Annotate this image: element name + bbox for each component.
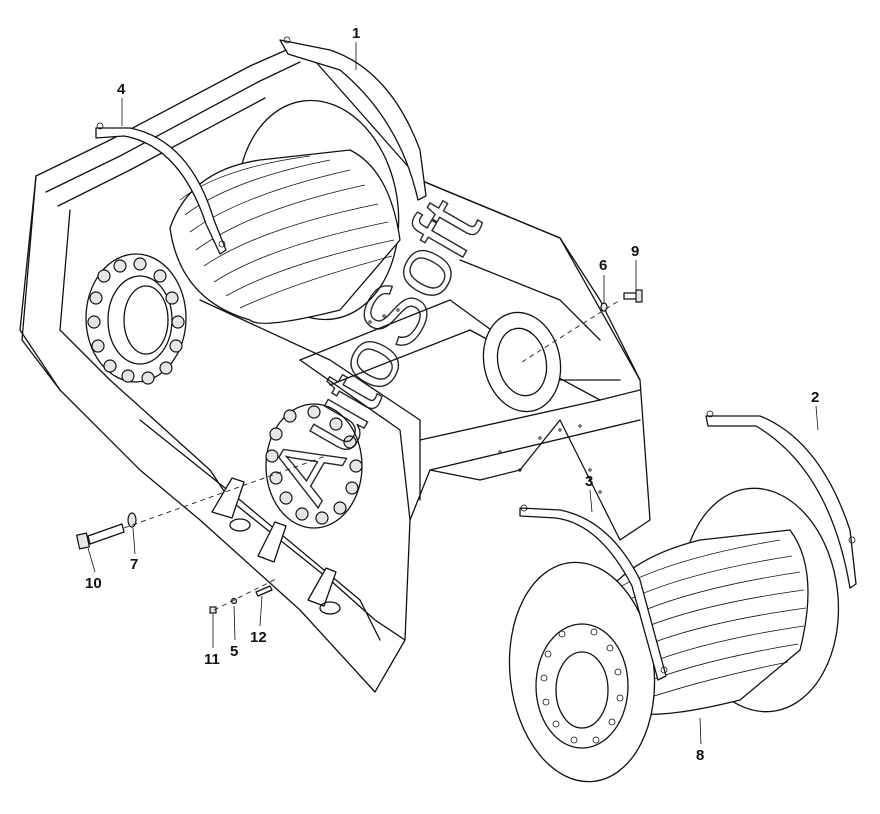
part-6-washer [600,302,608,312]
callout-6: 6 [599,257,607,274]
callout-8: 8 [696,747,704,764]
front-hub-bolts [265,405,363,525]
part-8-drum [508,487,840,783]
part-12-bolt [255,585,273,597]
gusset-3 [307,567,337,607]
callout-9: 9 [631,243,639,260]
left-hub-bolts [87,257,185,385]
callout-7: 7 [130,556,138,573]
callout-5: 5 [230,643,238,660]
gusset-2 [257,521,287,563]
callout-3: 3 [585,473,593,490]
part-10-bolt [75,523,125,550]
part-4-strap [95,127,227,255]
callout-4: 4 [117,81,126,98]
frame-holes [368,308,602,494]
frame-top-flange [45,61,301,193]
callout-11: 11 [204,651,220,668]
leader-lines [87,42,819,745]
part-11-nut [209,606,217,614]
part-3-strap [519,507,667,681]
frame-front-panel [199,299,421,501]
callout-2: 2 [811,389,819,406]
installed-drum [85,99,401,529]
frame-right-plate [419,179,641,381]
part-2-guard [705,415,857,589]
callout-12: 12 [250,629,267,646]
part-9-bolt [623,289,643,303]
assembly-lines [123,299,621,611]
callout-1: 1 [352,25,360,42]
part-7-washer [127,512,137,528]
installed-drum-rope [169,149,401,324]
callout-10: 10 [85,575,102,592]
frame-left-plate [21,43,651,693]
drum-hub-holes [540,628,624,744]
part-1-guard [279,39,427,201]
callout-labels: 1 2 3 4 5 6 7 8 9 10 11 12 [85,25,819,764]
